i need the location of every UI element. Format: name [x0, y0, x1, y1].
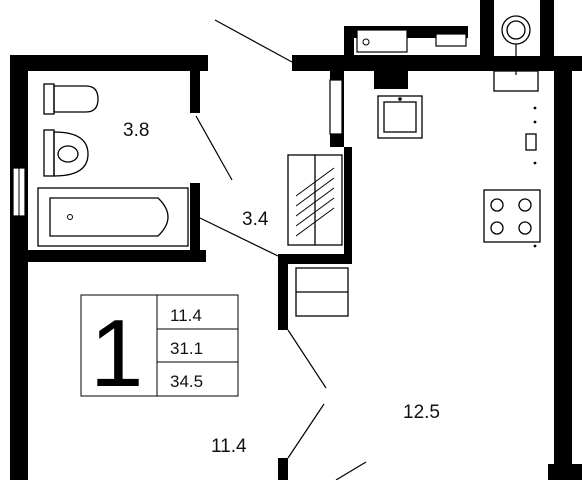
balcony-door: [335, 461, 367, 480]
bathroom-fixtures: [37, 83, 189, 247]
summary-living-area: 11.4: [170, 306, 202, 325]
toilet-tank: [43, 83, 55, 115]
right-outer-wall-foot: [548, 464, 582, 480]
bathtub-inner: [49, 197, 169, 237]
living-area-label: 11.4: [211, 436, 247, 457]
shaft-left-wall: [480, 0, 494, 71]
entrance-door: [214, 19, 293, 63]
windows: [12, 29, 467, 217]
toilet-icon: [53, 85, 99, 113]
boiler-icon: [501, 15, 531, 45]
summary-total-area: 31.1: [170, 339, 203, 358]
sink-icon: [53, 131, 89, 177]
boiler-inner: [506, 20, 526, 40]
wardrobe-hatching: [295, 167, 335, 237]
top-wall-middle: [292, 55, 352, 71]
doors: [195, 19, 367, 480]
hall-area-label: 3.4: [242, 209, 269, 230]
window-partition: [329, 79, 343, 135]
meter-icon: [362, 38, 370, 46]
hall-fixtures: [287, 154, 349, 317]
rooms-count: 1: [90, 300, 143, 407]
kitchen-fixtures: [377, 15, 541, 248]
bathroom-area-label: 3.8: [123, 120, 149, 141]
bathroom-wall-lower: [190, 183, 200, 253]
kitchen-door: [287, 329, 327, 389]
counter-edge: [525, 106, 537, 248]
top-wall-recess-left: [344, 26, 354, 71]
room-door: [287, 403, 325, 459]
boiler-box: [493, 70, 539, 92]
window-top-right: [435, 33, 467, 47]
stove-burners: [490, 198, 532, 235]
bathtub-icon: [37, 187, 189, 247]
summary-box: 1 11.4 31.1 34.5: [80, 294, 239, 407]
top-wall-right: [352, 55, 482, 71]
bathtub-drain: [67, 214, 73, 220]
walls: [10, 0, 582, 480]
kitchen-area-label: 12.5: [403, 402, 440, 423]
kitchen-sink-icon: [377, 95, 423, 139]
partition-lower: [278, 254, 288, 330]
hall-door: [199, 217, 279, 257]
left-outer-wall: [10, 55, 28, 480]
bathroom-door: [195, 115, 233, 181]
sink-basin: [57, 145, 79, 163]
sink-tap: [398, 97, 402, 101]
top-left-outer-wall: [10, 55, 208, 71]
stove-icon: [483, 189, 541, 243]
bathroom-wall-upper: [190, 71, 200, 113]
shaft-right-wall: [540, 0, 554, 71]
bathroom-bottom-wall: [28, 250, 206, 262]
sink-stand: [43, 129, 55, 177]
partition-bottom: [278, 458, 288, 480]
summary-total-with-balcony: 34.5: [170, 372, 203, 391]
summary-frame: [80, 294, 239, 397]
partition-horizontal: [278, 254, 352, 264]
right-outer-wall: [554, 56, 572, 466]
kitchen-sink-bowl: [383, 101, 417, 133]
kitchen-block: [374, 71, 408, 89]
window-top-left: [356, 29, 408, 53]
partition-middle: [344, 147, 352, 260]
